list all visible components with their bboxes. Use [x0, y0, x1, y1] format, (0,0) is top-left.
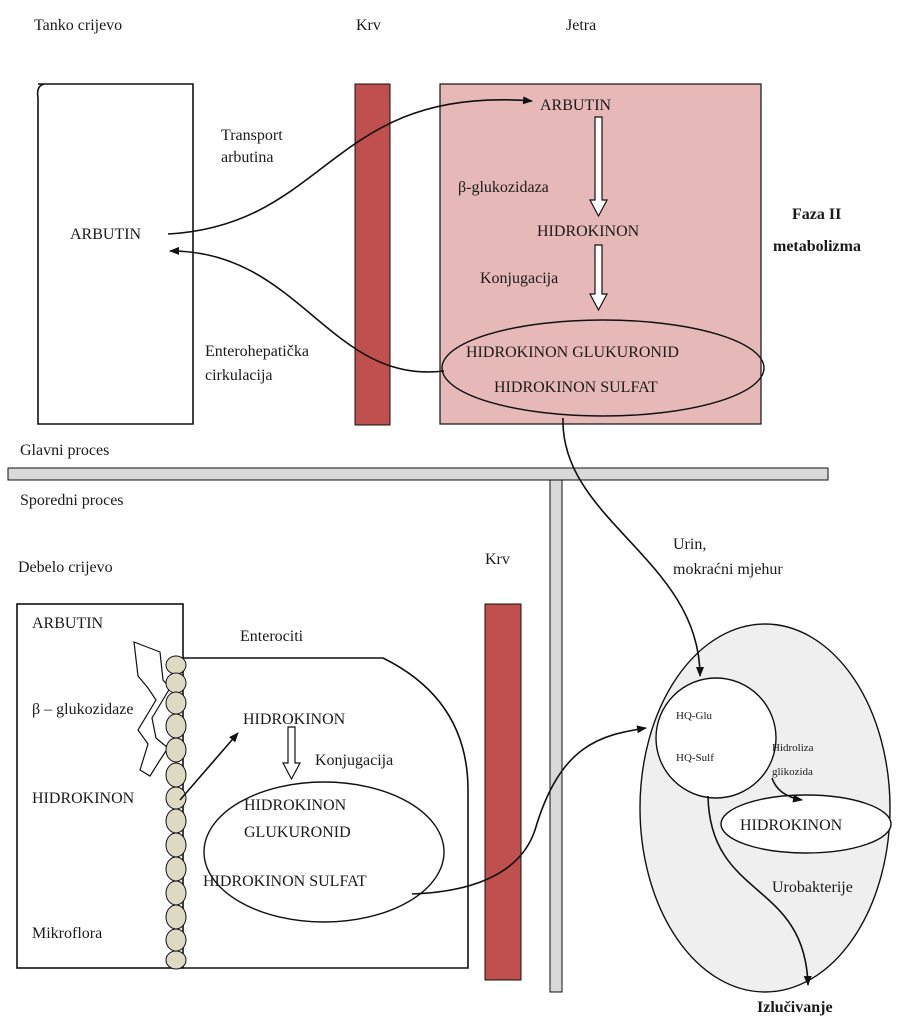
beta-glucosidase-label: β-glukozidaza	[458, 179, 549, 196]
phase-ii-label-1: Faza II	[792, 206, 841, 223]
enterohepatic-label-2: cirkulacija	[205, 367, 273, 384]
microflora-label: Mikroflora	[32, 925, 102, 942]
absorption-arrow	[179, 732, 239, 801]
liver-conjugates-ellipse	[441, 319, 765, 417]
small-intestine-arbutin: ARBUTIN	[70, 226, 142, 243]
large-intestine-heading: Debelo crijevo	[18, 559, 113, 576]
hq-conjugates-circle	[655, 677, 777, 799]
liver-glucuronide: HIDROKINON GLUKURONID	[466, 344, 679, 361]
small-intestine-box-corner	[36, 83, 45, 99]
excretion-label: Izlučivanje	[757, 999, 833, 1016]
process-divider-horizontal	[7, 467, 829, 481]
main-process-label: Glavni proces	[20, 442, 109, 459]
urine-label-2: mokraćni mjehur	[673, 561, 783, 578]
phase-ii-label-2: metabolizma	[773, 238, 861, 255]
side-process-label: Sporedni proces	[20, 492, 124, 509]
blood-bar-top	[354, 83, 391, 426]
enterocytes-label: Enterociti	[240, 628, 304, 645]
large-intestine-arbutin: ARBUTIN	[32, 615, 104, 632]
down-arrow-enterocyte	[282, 726, 301, 781]
microflora-beads	[165, 655, 187, 970]
transport-label-1: Transport	[221, 127, 283, 144]
liver-arbutin: ARBUTIN	[540, 97, 612, 114]
small-intestine-box	[37, 83, 194, 425]
liver-to-urine-arrow	[562, 417, 704, 677]
hydrolysis-label-1: Hidroliza	[772, 742, 814, 754]
hydrolysis-label-2: glikozida	[772, 766, 813, 778]
hydrolysis-arrow	[771, 777, 803, 803]
small-intestine-heading: Tanko crijevo	[34, 17, 122, 34]
enterocyte-to-urine-arrow	[411, 725, 647, 895]
process-divider-vertical	[549, 479, 563, 993]
excretion-arrow	[707, 795, 812, 986]
beta-glucosidases-label: β – glukozidaze	[32, 701, 133, 718]
urobacteria-label: Urobakterije	[772, 879, 853, 896]
hq-glu-label: HQ-Glu	[676, 710, 713, 722]
liver-heading: Jetra	[566, 17, 596, 34]
enterohepatic-arrow	[169, 246, 445, 373]
liver-sulfate: HIDROKINON SULFAT	[494, 379, 658, 396]
enterohepatic-label-1: Enterohepatička	[205, 343, 309, 360]
urine-label-1: Urin,	[673, 536, 706, 553]
urine-hydroquinone-ellipse	[720, 794, 892, 854]
enterocyte-conjugates-ellipse	[203, 781, 445, 923]
enterocytes-shape	[183, 657, 469, 969]
transport-label-2: arbutina	[221, 149, 273, 166]
enterocyte-sulfate: HIDROKINON SULFAT	[203, 873, 367, 890]
urine-hydroquinone: HIDROKINON	[740, 817, 843, 834]
enterocyte-hydroquinone: HIDROKINON	[243, 711, 346, 728]
down-arrow-liver-1	[589, 116, 608, 218]
enterocyte-conjugation-label: Konjugacija	[315, 752, 393, 769]
down-arrow-liver-2	[589, 244, 608, 312]
blood-heading-top: Krv	[356, 17, 381, 34]
large-intestine-hydroquinone: HIDROKINON	[32, 790, 135, 807]
transport-arrow	[167, 96, 533, 235]
blood-bar-bottom	[484, 603, 522, 981]
enterocyte-glucuronide-1: HIDROKINON	[244, 797, 347, 814]
blood-heading-bottom: Krv	[485, 551, 510, 568]
liver-hydroquinone: HIDROKINON	[537, 223, 640, 240]
liver-conjugation-label: Konjugacija	[480, 270, 558, 287]
hq-sulf-label: HQ-Sulf	[676, 752, 714, 764]
enterocyte-glucuronide-2: GLUKURONID	[244, 824, 351, 841]
